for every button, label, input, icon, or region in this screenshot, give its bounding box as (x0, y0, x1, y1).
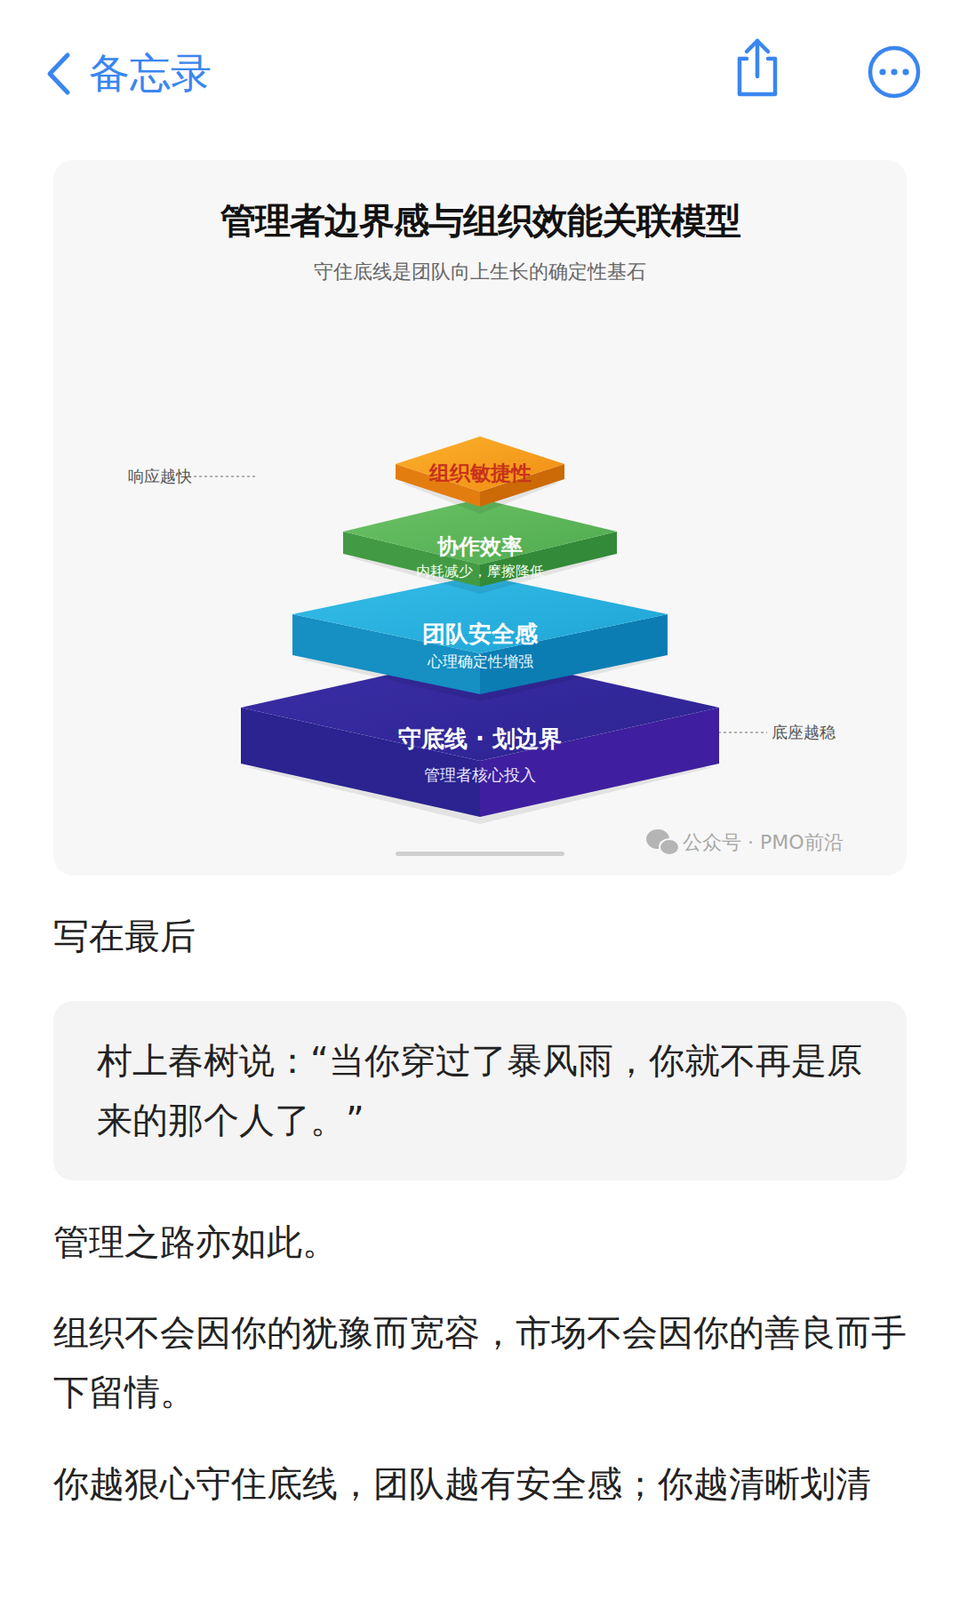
scroll-indicator (395, 851, 565, 856)
app-title: 备忘录 (88, 46, 303, 100)
layer-subtitle: 管理者核心投入 (240, 764, 720, 786)
leader-line (193, 475, 258, 478)
slab-face (343, 498, 617, 565)
layer-subtitle: 心理确定性增强 (292, 651, 668, 672)
quote-text: 村上春树说：“当你穿过了暴风雨，你就不再是原来的那个人了。” (96, 1031, 882, 1151)
subtitle: 守住底线是团队向上生长的确定性基石 (53, 259, 907, 285)
back-chevron (49, 55, 68, 93)
quote-box: 村上春树说：“当你穿过了暴风雨，你就不再是原来的那个人了。” (53, 1000, 907, 1181)
side-note: 响应越快 (88, 465, 192, 488)
more-icon (870, 48, 919, 96)
share-icon (739, 40, 776, 95)
diagram-title: 管理者边界感与组织效能关联模型 (53, 199, 907, 244)
section-heading: 写在最后 (53, 906, 907, 967)
quote-panel (53, 1000, 907, 1181)
paragraph: 组织不会因你的犹豫而宽容，市场不会因你的善良而手下留情。 (53, 1303, 907, 1423)
slab-face (292, 575, 668, 654)
card-panel (53, 160, 907, 876)
pyramid-layer: 组织敏捷性 (395, 436, 565, 507)
layer-title: 守底线 · 划边界 (240, 724, 720, 753)
watermark: 公众号 · PMO前沿 (682, 830, 893, 856)
layer-subtitle: 内耗减少，摩擦降低 (343, 562, 617, 581)
paragraph: 你越狠心守住底线，团队越有安全感；你越清晰划清 (53, 1454, 907, 1514)
side-note: 底座越稳 (771, 721, 888, 744)
layer-title: 组织敏捷性 (395, 460, 565, 486)
layer-title: 协作效率 (343, 533, 617, 560)
layer-title: 团队安全感 (292, 619, 668, 648)
wechat-icon (646, 829, 680, 856)
slab-face (240, 654, 720, 761)
paragraph: 管理之路亦如此。 (53, 1212, 907, 1272)
slab-face (395, 436, 565, 492)
